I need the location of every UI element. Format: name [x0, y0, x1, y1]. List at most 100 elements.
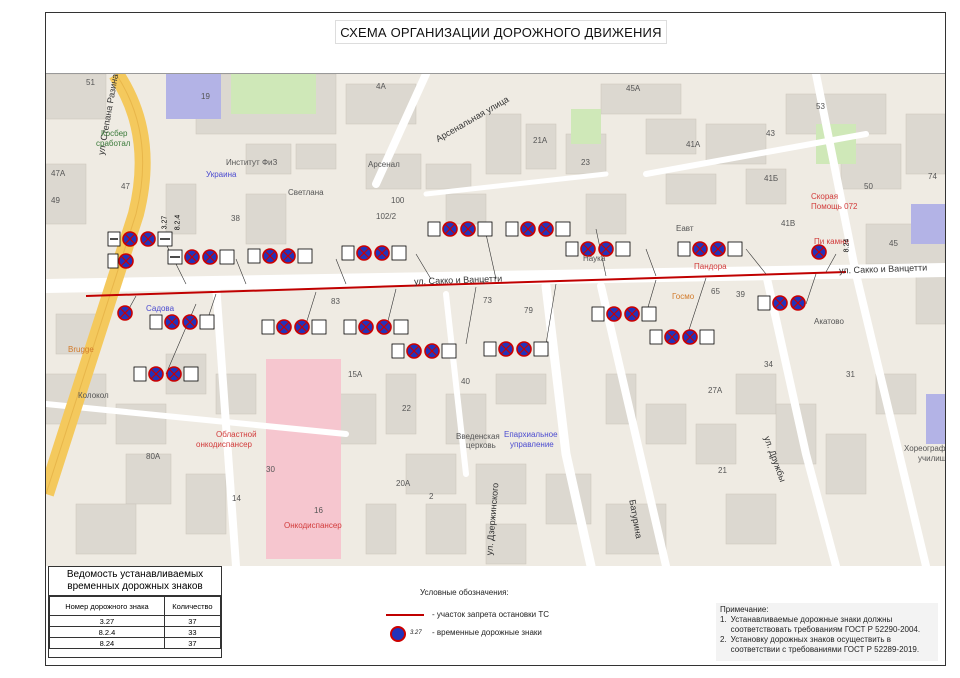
poi-ukraina: Украина [206, 170, 237, 179]
house-number: 21А [533, 136, 548, 145]
sign-cell: 8.24 [49, 637, 165, 649]
poi-skoraya: Скорая [811, 192, 839, 201]
house-number: 45А [626, 84, 641, 93]
page-title: СХЕМА ОРГАНИЗАЦИИ ДОРОЖНОГО ДВИЖЕНИЯ [335, 20, 667, 44]
poi-oblast: Областной [216, 430, 257, 439]
house-number: 34 [764, 360, 773, 369]
house-number: 2 [429, 492, 434, 501]
house-number: 43 [766, 129, 775, 138]
poi-kosber2: сработал [96, 139, 131, 148]
house-number: 41А [686, 140, 701, 149]
poi-kolokol: Колокол [78, 391, 109, 400]
poi-kosber: Косбер [101, 129, 128, 138]
poi-skoraya2: Помощь 072 [811, 202, 858, 211]
house-number: 49 [51, 196, 60, 205]
signs-table-title: Ведомость устанавливаемых временных доро… [49, 567, 221, 596]
note-number: 1. [720, 615, 727, 624]
signs-table-grid: Номер дорожного знака Количество 3.27 37… [49, 596, 222, 649]
purple-area-3 [911, 204, 945, 244]
house-number: 20А [396, 479, 411, 488]
sign-code-label: 3.27 [161, 215, 169, 230]
house-number: 23 [581, 158, 590, 167]
house-number: 80А [146, 452, 161, 461]
poi-pandora: Пандора [694, 262, 727, 271]
notes-title: Примечание: [720, 605, 769, 614]
poi-onko: Онкодиспансер [284, 521, 342, 530]
note-1: Устанавливаемые дорожные знаки должны со… [730, 615, 921, 634]
house-number: 51 [86, 78, 95, 87]
house-number: 30 [266, 465, 275, 474]
map-legend: Условные обозначения: - участок запрета … [380, 588, 640, 658]
poi-vvedenskaya: Введенская [456, 432, 500, 441]
legend-line-swatch [386, 614, 424, 616]
legend-title: Условные обозначения: [420, 588, 509, 597]
map[interactable]: ул. Сакко и Ванцетти ул. Сакко и Ванцетт… [46, 73, 945, 566]
note-2: Установку дорожных знаков осуществить в … [730, 635, 920, 654]
house-number: 15А [348, 370, 363, 379]
house-number: 79 [524, 306, 533, 315]
poi-horeo2: училищ [918, 454, 945, 463]
house-number: 4А [376, 82, 386, 91]
map-canvas [46, 74, 945, 566]
poi-vvedenskaya2: церковь [466, 441, 496, 450]
count-cell: 37 [163, 615, 222, 627]
sign-cell: 8.2.4 [49, 626, 165, 638]
poi-eparh: Епархиальное [504, 430, 558, 439]
table-row: 8.2.4 33 [49, 626, 222, 638]
poi-brugge: Brugge [68, 345, 94, 354]
house-number: 53 [816, 102, 825, 111]
legend-sign-label: - временные дорожные знаки [432, 628, 542, 637]
house-number: 19 [201, 92, 210, 101]
count-cell: 37 [163, 637, 222, 649]
col-sign-header: Номер дорожного знака [49, 596, 165, 616]
house-number: 100 [391, 196, 405, 205]
park-area [231, 74, 316, 114]
poi-akatovo: Акатово [814, 317, 844, 326]
table-row: 8.24 37 [49, 637, 222, 649]
house-number: 73 [483, 296, 492, 305]
house-number: 47А [51, 169, 66, 178]
poi-arsenal: Арсенал [368, 160, 400, 169]
legend-line-label: - участок запрета остановки ТС [432, 610, 550, 619]
house-number: 50 [864, 182, 873, 191]
house-number: 16 [314, 506, 323, 515]
house-number: 83 [331, 297, 340, 306]
poi-eavt: Еавт [676, 224, 694, 233]
house-number: 41Б [764, 174, 779, 183]
house-number: 38 [231, 214, 240, 223]
purple-area [166, 74, 221, 119]
table-row: 3.27 37 [49, 615, 222, 627]
poi-sadova: Садова [146, 304, 175, 313]
poi-horeo: Хореограф [904, 444, 945, 453]
purple-area-2 [926, 394, 945, 444]
poi-gosmo: Госмо [672, 292, 695, 301]
signs-table: Ведомость устанавливаемых временных доро… [48, 566, 222, 658]
house-number: 40 [461, 377, 470, 386]
col-count-header: Количество [163, 596, 222, 616]
legend-sign-icon [390, 626, 406, 642]
house-number: 21 [718, 466, 727, 475]
poi-eparh2: управление [510, 440, 554, 449]
house-number: 65 [711, 287, 720, 296]
house-number: 41В [781, 219, 796, 228]
legend-sign-code: 3.27 [410, 630, 422, 636]
note-number: 2. [720, 635, 727, 644]
sign-code-label: 8.2.4 [174, 214, 182, 231]
house-number: 74 [928, 172, 937, 181]
sign-code-label: 8.24 [843, 238, 851, 253]
poi-nauka: Наука [583, 254, 606, 263]
sign-cell: 3.27 [49, 615, 165, 627]
house-number: 45 [889, 239, 898, 248]
house-number: 14 [232, 494, 241, 503]
park-area-2 [571, 109, 601, 144]
house-number: 39 [736, 290, 745, 299]
house-number: 27А [708, 386, 723, 395]
poi-kamni: Пи камне [814, 237, 849, 246]
house-number: 102/2 [376, 212, 397, 221]
house-number: 31 [846, 370, 855, 379]
poi-institute: Институт ФиЗ [226, 158, 278, 167]
house-number: 47 [121, 182, 130, 191]
house-number: 22 [402, 404, 411, 413]
no-stop-line [85, 271, 847, 297]
sign-clusters [107, 221, 827, 382]
